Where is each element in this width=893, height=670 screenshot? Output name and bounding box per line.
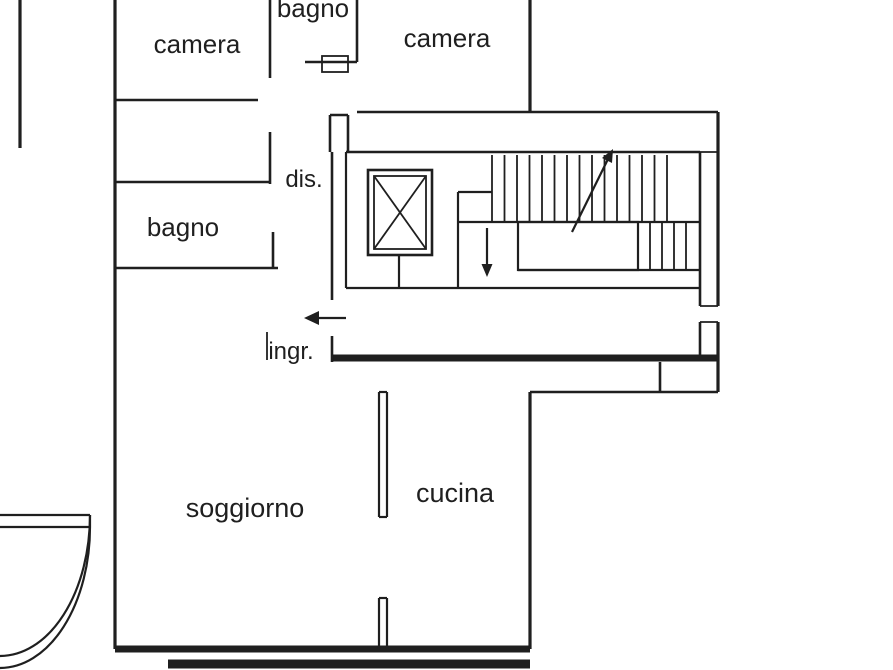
room-label-bagno-top: bagno — [277, 0, 349, 23]
stair-landing — [516, 220, 640, 272]
room-label-camera-right: camera — [404, 23, 491, 53]
room-label-ingresso: ingr. — [268, 338, 313, 365]
stairwell-block — [328, 113, 700, 362]
elevator-shaft — [366, 168, 434, 288]
balcony-parapet-curve — [0, 514, 92, 658]
room-labels: bagno camera camera dis. bagno ingr. sog… — [147, 0, 495, 523]
bathroom-fixture — [321, 55, 349, 73]
room-label-bagno-left: bagno — [147, 212, 219, 242]
elevator-inner — [373, 175, 427, 250]
room-label-cucina: cucina — [416, 478, 495, 508]
interior-walls-top — [115, 0, 359, 360]
room-label-camera-left: camera — [154, 29, 241, 59]
entrance-arrow — [304, 311, 346, 325]
balcony — [0, 513, 92, 670]
interior-walls-bottom — [377, 390, 389, 649]
entrance-arrowhead-icon — [304, 311, 319, 325]
room-label-soggiorno: soggiorno — [186, 493, 305, 523]
stairs-up-arrowhead-icon — [602, 149, 613, 163]
stairs-down-arrowhead-icon — [481, 264, 493, 277]
exterior-walls — [18, 0, 720, 669]
stairs-up-arrow — [571, 152, 612, 233]
staircase — [456, 149, 700, 288]
balcony-parapet-curve — [0, 526, 92, 670]
room-label-disimpegno: dis. — [285, 166, 322, 193]
elevator-x-diagonal — [373, 175, 427, 250]
